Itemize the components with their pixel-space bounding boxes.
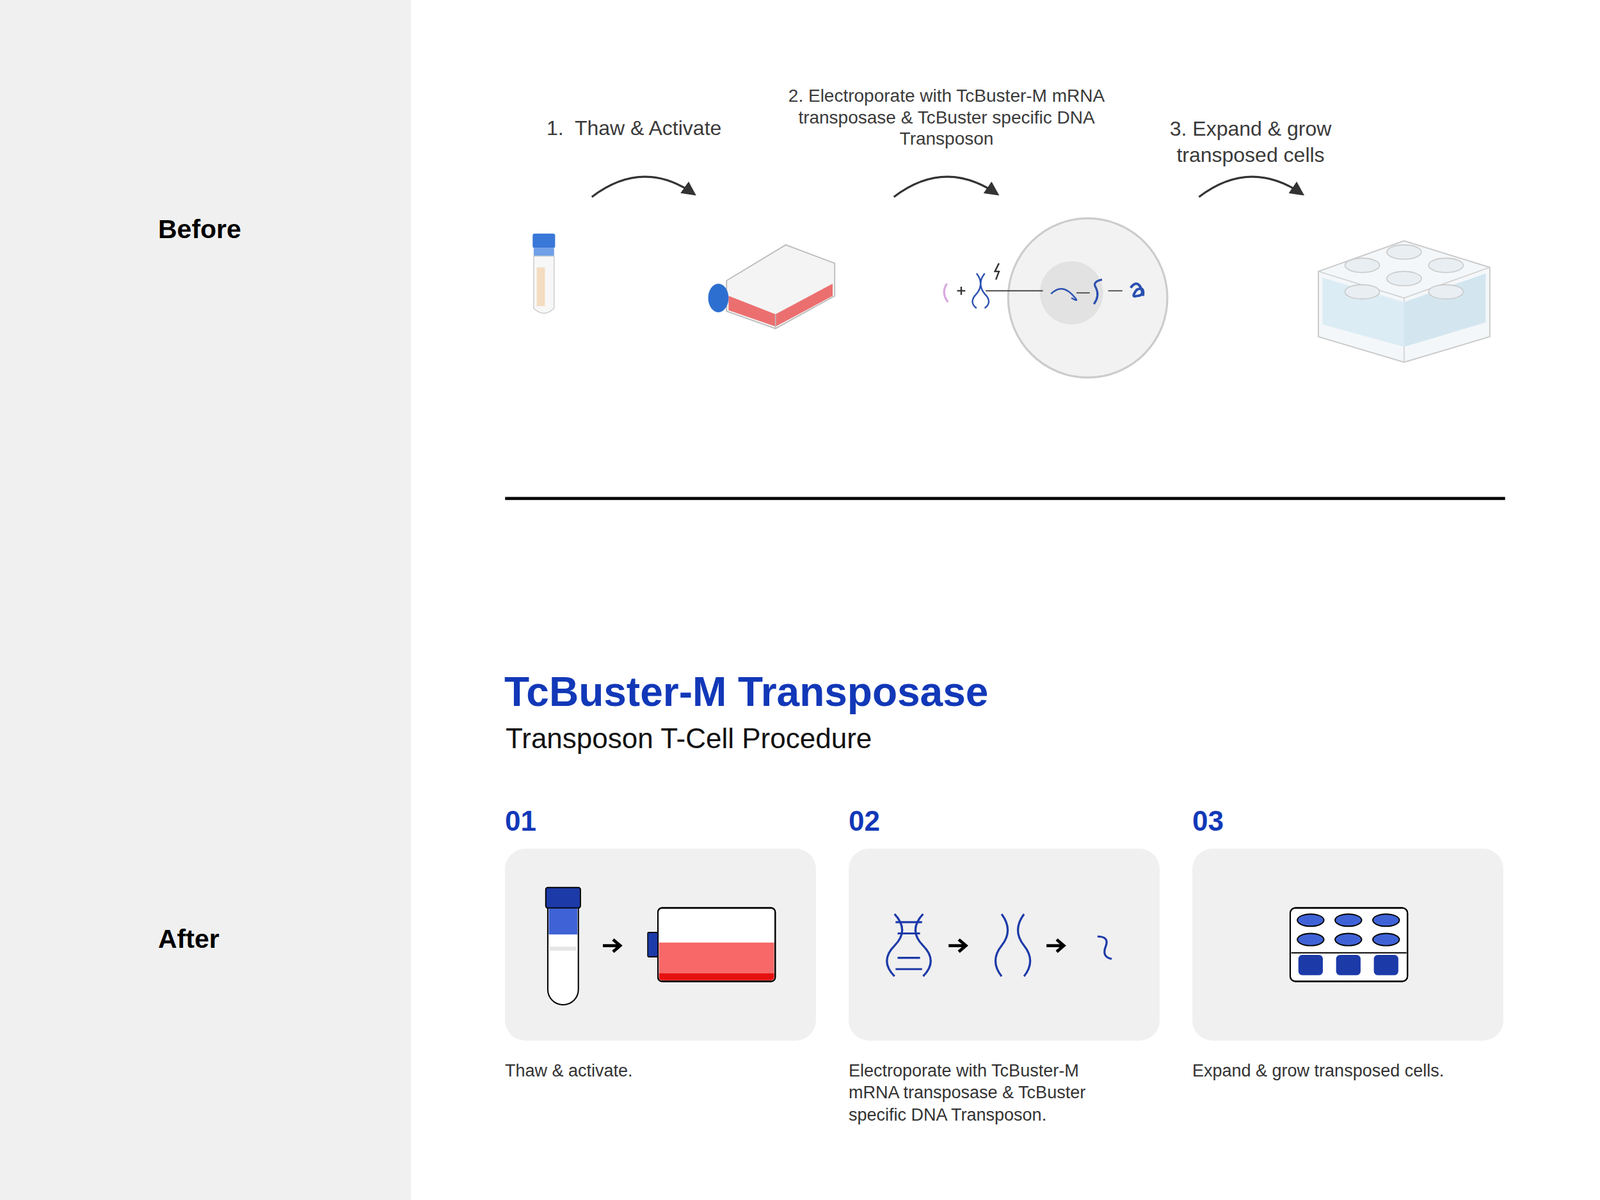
step-card: 01Thaw & activate. [504,848,816,1041]
step-card: 03Expand & grow transposed cells. [1192,848,1504,1041]
step-caption: Electroporate with TcBuster-M mRNA trans… [848,1059,1124,1126]
label-text: 3. Expand & grow transposed cells [1151,115,1350,169]
step-number: 03 [1192,805,1224,838]
step-caption: Expand & grow transposed cells. [1192,1059,1468,1082]
side-panel [0,0,411,1200]
label-text: Before [158,213,242,246]
step-number: 01 [504,805,537,838]
title: TcBuster-M Transposase [504,668,989,716]
step-caption: Thaw & activate. [504,1059,781,1082]
step-icon [848,848,1160,1041]
label-text: Transposon T-Cell Procedure [505,721,872,756]
step-card: 02Electroporate with TcBuster-M mRNA tra… [848,848,1160,1041]
label-text: After [158,923,220,955]
label-text: 1. Thaw & Activate [546,115,722,141]
step-number: 02 [848,805,880,838]
step-icon [504,848,816,1041]
label-text: 2. Electroporate with TcBuster-M mRNA tr… [767,85,1126,150]
step-icon [1192,848,1504,1041]
